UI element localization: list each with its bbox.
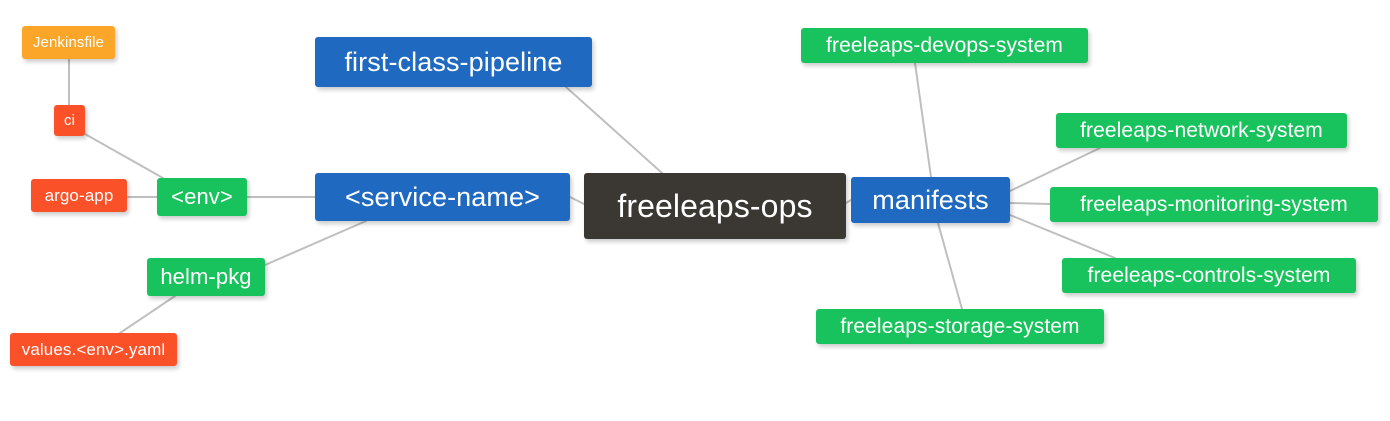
node-freeleaps-ops[interactable]: freeleaps-ops <box>584 173 846 239</box>
node-label-freeleaps-devops-system: freeleaps-devops-system <box>826 34 1063 57</box>
node-label-freeleaps-monitoring-system: freeleaps-monitoring-system <box>1080 193 1348 216</box>
node-manifests[interactable]: manifests <box>851 177 1010 223</box>
edge-manifests-monitoring <box>1009 202 1051 205</box>
node-freeleaps-controls-system[interactable]: freeleaps-controls-system <box>1062 258 1356 293</box>
node-label-manifests: manifests <box>872 184 989 215</box>
node-freeleaps-monitoring-system[interactable]: freeleaps-monitoring-system <box>1050 187 1378 222</box>
edge-env-ci <box>84 133 164 179</box>
edge-ops-pipeline <box>565 86 663 174</box>
node-label-helm-pkg: helm-pkg <box>160 264 252 289</box>
edge-manifests-network <box>1009 147 1101 192</box>
node-freeleaps-network-system[interactable]: freeleaps-network-system <box>1056 113 1347 148</box>
node-label-service-name: <service-name> <box>345 181 540 212</box>
edge-helmpkg-values <box>119 295 176 334</box>
node-freeleaps-storage-system[interactable]: freeleaps-storage-system <box>816 309 1104 344</box>
node-first-class-pipeline[interactable]: first-class-pipeline <box>315 37 592 87</box>
edge-ops-servicename <box>569 196 585 205</box>
node-ci[interactable]: ci <box>54 105 85 136</box>
node-label-jenkinsfile: Jenkinsfile <box>32 34 105 51</box>
node-label-values-env-yaml: values.<env>.yaml <box>21 340 166 359</box>
node-env[interactable]: <env> <box>157 178 247 216</box>
node-label-freeleaps-controls-system: freeleaps-controls-system <box>1087 264 1331 287</box>
node-helm-pkg[interactable]: helm-pkg <box>147 258 265 296</box>
node-label-first-class-pipeline: first-class-pipeline <box>344 46 563 77</box>
node-label-env: <env> <box>171 184 233 209</box>
edge-manifests-devops <box>914 62 932 178</box>
node-argo-app[interactable]: argo-app <box>31 179 127 212</box>
node-label-freeleaps-storage-system: freeleaps-storage-system <box>840 315 1080 338</box>
node-values-env-yaml[interactable]: values.<env>.yaml <box>10 333 177 366</box>
node-label-ci: ci <box>63 112 76 129</box>
node-service-name[interactable]: <service-name> <box>315 173 570 221</box>
node-label-freeleaps-ops: freeleaps-ops <box>617 188 813 224</box>
node-freeleaps-devops-system[interactable]: freeleaps-devops-system <box>801 28 1088 63</box>
node-jenkinsfile[interactable]: Jenkinsfile <box>22 26 115 59</box>
node-label-freeleaps-network-system: freeleaps-network-system <box>1080 119 1323 142</box>
edge-manifests-storage <box>937 222 963 310</box>
node-label-argo-app: argo-app <box>44 186 114 205</box>
edge-servicename-helmpkg <box>264 220 367 266</box>
